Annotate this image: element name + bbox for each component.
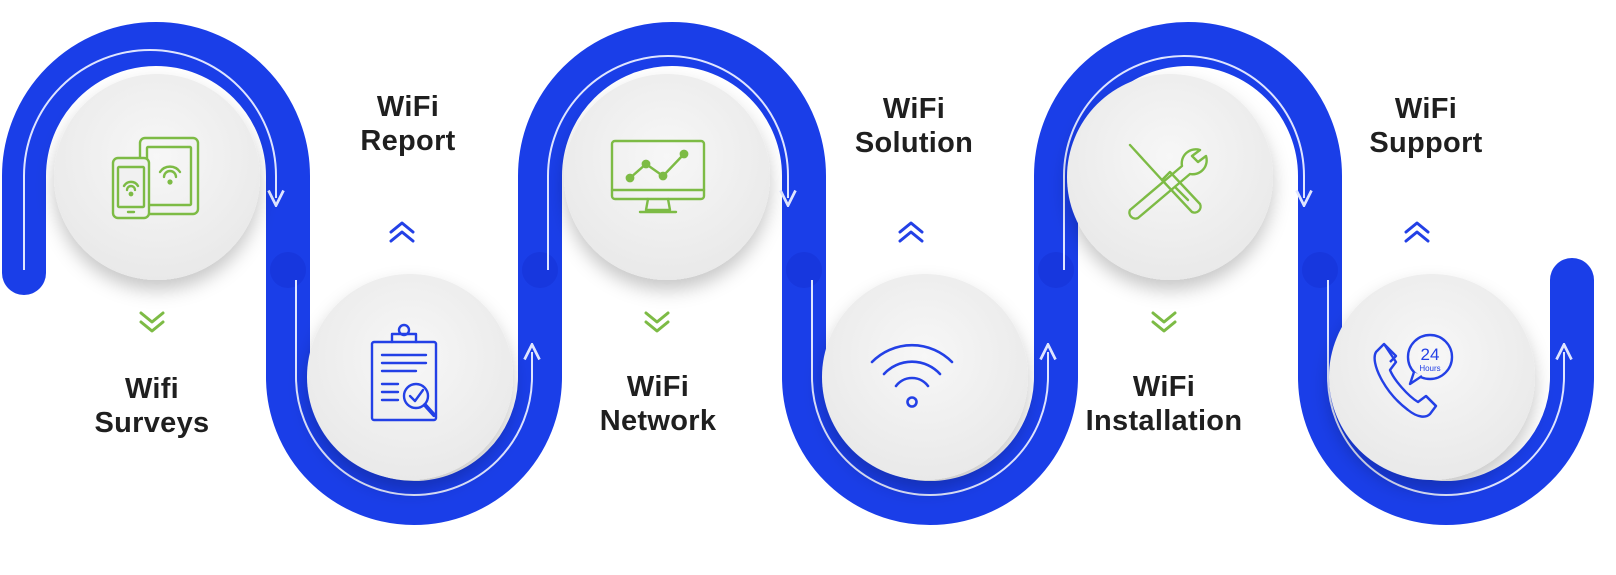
chevron-double-down-icon [1151, 311, 1177, 333]
chevron-double-up-icon [898, 221, 924, 243]
step-label-line1: WiFi [1394, 93, 1458, 125]
screwdriver-wrench-icon [1128, 143, 1208, 220]
step-label-line2: Network [599, 405, 717, 437]
step-label-line1: WiFi [1132, 371, 1196, 403]
chevron-double-up-icon [1404, 221, 1430, 243]
path-joints [270, 252, 1338, 288]
step-label-report: WiFi Report [298, 90, 518, 158]
step-label-line2: Solution [854, 127, 974, 159]
step-label-line1: WiFi [626, 371, 690, 403]
step-label-line2: Surveys [94, 407, 210, 439]
chevron-double-up-icon [389, 221, 415, 243]
step-label-line1: WiFi [882, 93, 946, 125]
chevron-double-down-icon [139, 311, 165, 333]
step-label-support: WiFi Support [1316, 92, 1536, 160]
step-label-network: WiFi Network [548, 370, 768, 438]
phone-24-hours-icon: 24 Hours [1373, 333, 1454, 418]
chevron-double-down-icon [644, 311, 670, 333]
clipboard-report-icon [370, 323, 438, 422]
step-label-line2: Installation [1085, 405, 1243, 437]
inner-guide-lines [23, 49, 1564, 496]
step-label-installation: WiFi Installation [1054, 370, 1274, 438]
step-label-solution: WiFi Solution [804, 92, 1024, 160]
step-label-line1: Wifi [124, 373, 180, 405]
step-discs [54, 74, 1535, 480]
step-chevrons [139, 221, 1430, 333]
serpentine-path [2, 22, 1594, 525]
hours-badge-number: 24 [1421, 345, 1440, 364]
monitor-chart-icon [610, 139, 706, 214]
step-label-surveys: Wifi Surveys [42, 372, 262, 440]
hours-badge-text: Hours [1419, 364, 1440, 373]
tablet-phone-wifi-icon [111, 136, 200, 220]
step-label-line2: Support [1369, 127, 1483, 159]
wifi-signal-icon [870, 343, 954, 408]
step-label-line2: Report [360, 125, 456, 157]
step-label-line1: WiFi [376, 91, 440, 123]
